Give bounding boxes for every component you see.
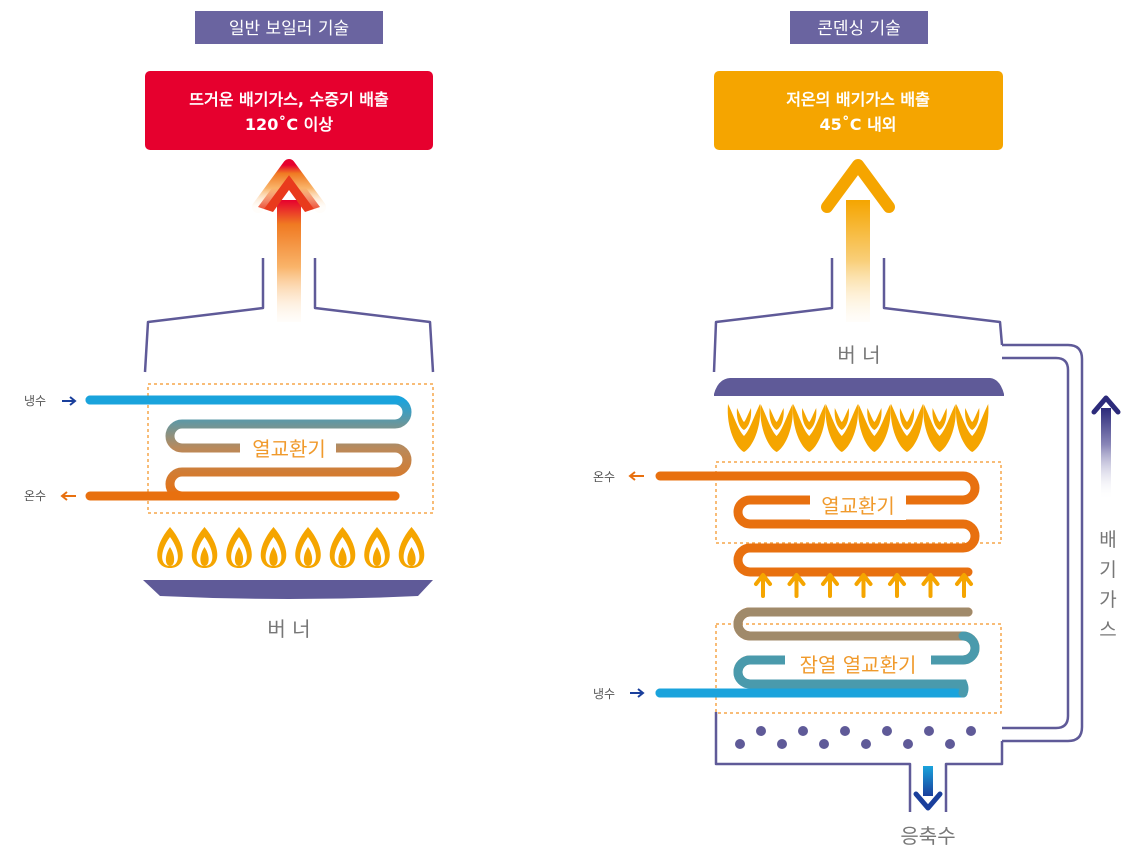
- right-sump-outline: [714, 712, 1004, 812]
- droplet-icon: [924, 726, 934, 736]
- droplet-icon: [966, 726, 976, 736]
- right-flue-gas-label: 배 기 가 스: [1099, 529, 1116, 641]
- left-exhaust-line1: 뜨거운 배기가스, 수증기 배출: [189, 90, 389, 109]
- right-latent-exchanger-label: 잠열 열교환기: [800, 653, 917, 677]
- left-hot-water-arrow: [60, 491, 76, 501]
- droplet-icon: [861, 739, 871, 749]
- right-exchanger-label-bg: [810, 490, 906, 520]
- flame-icon: [890, 404, 924, 452]
- right-exhaust-box: [714, 71, 1003, 150]
- right-exhaust-arrow: [821, 159, 895, 322]
- heat-arrow-icon: [754, 573, 772, 598]
- flame-icon: [260, 527, 287, 568]
- flame-icon: [364, 527, 390, 568]
- heat-arrow-icon: [921, 573, 940, 598]
- flame-icon: [858, 404, 891, 452]
- right-cold-water-arrow: [630, 688, 645, 698]
- left-exchanger-box: [147, 383, 434, 514]
- right-flue-duct: [1002, 343, 1084, 743]
- right-hot-water-label: 온수: [593, 470, 615, 484]
- right-condensate-arrow: [913, 766, 943, 811]
- heat-arrow-icon: [821, 573, 839, 598]
- right-latent-label-bg: [785, 649, 931, 679]
- droplet-icon: [735, 739, 745, 749]
- right-exhaust-line2: 45˚C 내외: [819, 115, 896, 134]
- droplet-icon: [798, 726, 808, 736]
- flame-icon: [329, 527, 356, 568]
- droplet-icon: [945, 739, 955, 749]
- droplet-icon: [777, 739, 787, 749]
- left-exchanger-label: 열교환기: [252, 437, 326, 461]
- left-panel: 일반 보일러 기술 뜨거운 배기가스, 수증기 배출 120˚C 이상 열교환기…: [24, 11, 435, 641]
- right-panel: 콘덴싱 기술 저온의 배기가스 배출 45˚C 내외 버 너 열교환기 온수: [593, 11, 1121, 848]
- flame-icon: [727, 404, 761, 452]
- flue-gas-char: 가: [1099, 589, 1116, 611]
- right-header-bg: [790, 11, 928, 44]
- left-flames: [157, 527, 425, 568]
- flue-gas-char: 스: [1099, 619, 1116, 641]
- left-cold-water-arrow: [62, 396, 77, 406]
- flame-icon: [923, 404, 956, 452]
- left-header-bg: [195, 11, 383, 44]
- right-burner: [714, 378, 1004, 396]
- left-header: 일반 보일러 기술: [229, 19, 349, 39]
- right-burner-label: 버 너: [837, 343, 880, 367]
- flame-icon: [295, 527, 321, 568]
- droplet-icon: [903, 739, 913, 749]
- left-exchanger-label-bg: [240, 433, 336, 463]
- left-cold-water-label: 냉수: [24, 394, 46, 408]
- flame-icon: [226, 527, 252, 568]
- droplet-icon: [819, 739, 829, 749]
- right-exhaust-line1: 저온의 배기가스 배출: [786, 90, 930, 109]
- flue-gas-char: 기: [1099, 559, 1116, 581]
- right-flames: [727, 404, 989, 452]
- droplet-icon: [840, 726, 850, 736]
- droplet-icon: [882, 726, 892, 736]
- right-exchanger-box: [715, 461, 1002, 544]
- right-flue-gas-arrow: [1091, 395, 1121, 500]
- left-burner: [143, 580, 433, 599]
- flame-icon: [398, 527, 425, 568]
- heat-arrow-icon: [854, 573, 873, 598]
- flame-icon: [760, 404, 793, 452]
- heat-arrow-icon: [787, 573, 806, 598]
- left-hot-water-label: 온수: [24, 489, 46, 503]
- left-exhaust-box: [145, 71, 433, 150]
- right-hood-outline: [712, 258, 1004, 373]
- right-condensate-label: 응축수: [900, 824, 955, 848]
- right-cold-water-label: 냉수: [593, 687, 615, 701]
- left-exhaust-line2: 120˚C 이상: [245, 115, 333, 134]
- flame-icon: [825, 404, 859, 452]
- droplet-icon: [756, 726, 766, 736]
- right-header: 콘덴싱 기술: [817, 19, 901, 39]
- right-exchanger-label: 열교환기: [821, 494, 895, 518]
- left-burner-label: 버 너: [267, 617, 310, 641]
- right-heat-arrows: [754, 573, 973, 598]
- heat-arrow-icon: [955, 573, 973, 598]
- flue-gas-char: 배: [1099, 529, 1116, 551]
- flame-icon: [157, 527, 183, 568]
- heat-arrow-icon: [888, 573, 906, 598]
- flame-icon: [955, 404, 989, 452]
- right-latent-exchanger-box: [715, 623, 1002, 714]
- right-hot-water-arrow: [628, 471, 644, 481]
- right-flue-duct-inner: [1002, 356, 1070, 730]
- left-hood-outline: [143, 258, 435, 373]
- right-condensate-droplets: [735, 726, 976, 749]
- flame-icon: [792, 404, 826, 452]
- flame-icon: [191, 527, 218, 568]
- right-heat-exchanger-coil: [655, 471, 980, 577]
- left-exhaust-arrow: [252, 159, 326, 322]
